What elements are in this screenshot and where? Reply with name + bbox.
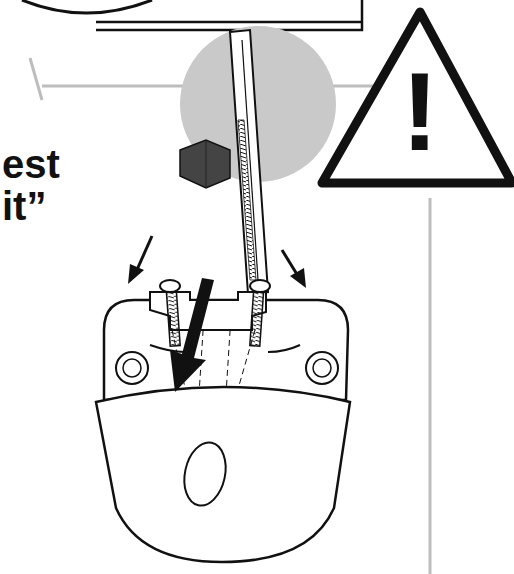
wedge-block (180, 140, 230, 188)
warning-mark: ! (401, 56, 438, 168)
leader-line (429, 198, 432, 574)
foot (306, 352, 338, 384)
caption-fragment: it” (2, 186, 46, 226)
bracket-plate (230, 30, 268, 294)
caption-fragment-box: it” (2, 186, 46, 226)
bolt (250, 288, 264, 347)
motion-arrow (136, 236, 152, 272)
foot (123, 359, 141, 377)
foot (313, 359, 331, 377)
oval-hole (179, 439, 231, 510)
bracket-teeth (238, 120, 256, 280)
foot (116, 352, 148, 384)
bolt (166, 288, 180, 347)
warning-triangle (322, 12, 512, 183)
bolt-head (250, 280, 270, 292)
arrow-head (290, 268, 306, 288)
warning-mark-box: ! (401, 56, 438, 168)
wedge-edge (206, 140, 207, 188)
leader-line (30, 58, 42, 100)
arrow-head (128, 264, 144, 284)
circle-fragment (22, 0, 152, 13)
motion-arrow (282, 250, 298, 276)
seat-front (96, 387, 350, 562)
insert-arrow (170, 278, 214, 392)
caption-fragment-box: est (2, 144, 60, 184)
board-edge (96, 0, 362, 30)
bolt-head (160, 280, 180, 292)
caption-fragment: est (2, 144, 60, 184)
